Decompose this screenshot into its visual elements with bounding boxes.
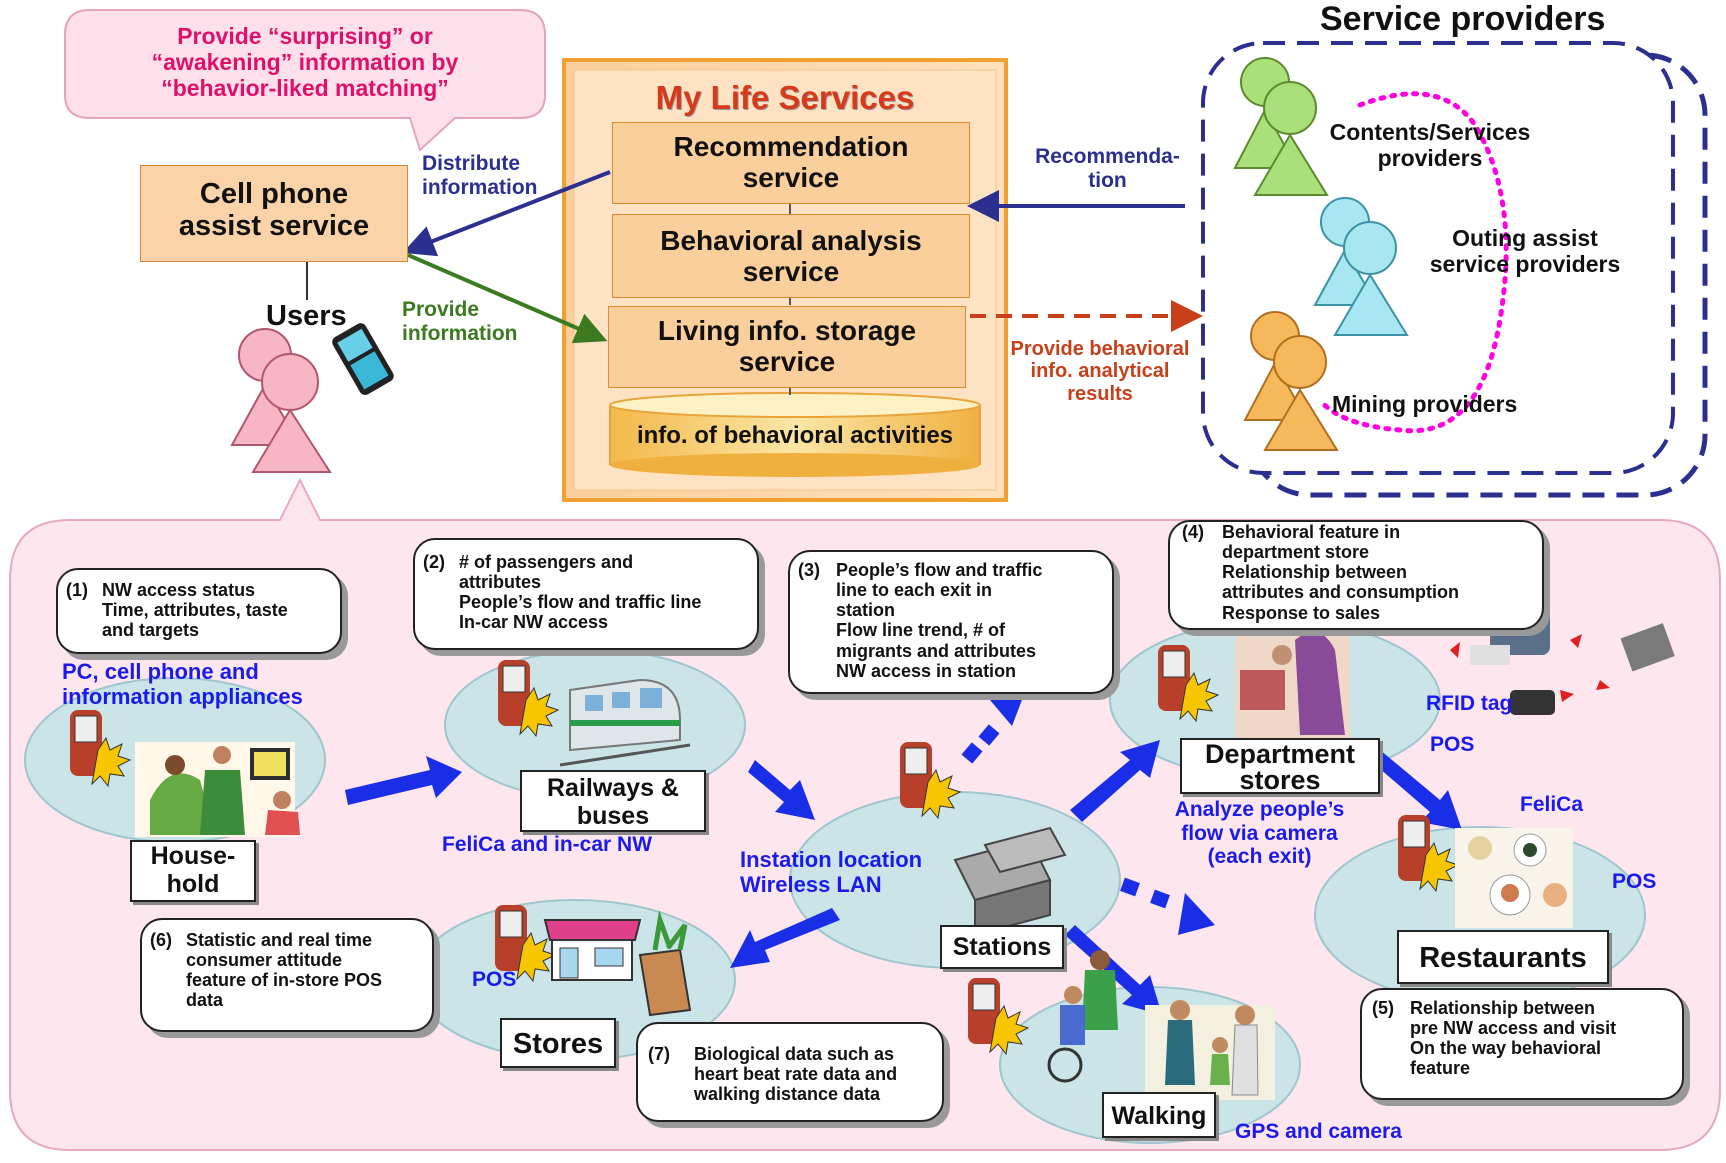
- restaurant-clipart: [1455, 828, 1573, 928]
- tech-rfid-label: RFID tag: [1426, 692, 1513, 715]
- tech-pos-dept-label: POS: [1430, 733, 1475, 756]
- place-stores: Stores: [500, 1018, 616, 1068]
- phone-restaurants-icon: [1398, 815, 1460, 893]
- phone-department-icon: [1158, 645, 1220, 723]
- distribute-arrow: [402, 170, 611, 257]
- phone-stores-icon: [495, 905, 557, 983]
- tech-pos-store-label: POS: [472, 968, 517, 991]
- provide-info-arrow: [407, 253, 608, 344]
- arrow-stations-stores: [730, 908, 840, 968]
- cell-phone-assist-label: Cell phone assist service: [178, 178, 370, 243]
- note-4-text: Behavioral feature in department store R…: [1222, 522, 1460, 623]
- phone-railways-icon: [498, 660, 560, 738]
- note-2: (2) # of passengers and attributes Peopl…: [413, 538, 759, 650]
- arrow-department-restaurants: [1372, 750, 1462, 830]
- note-3-number: (3): [798, 560, 820, 580]
- note-1-text: NW access status Time, attributes, taste…: [102, 580, 288, 641]
- place-walking: Walking: [1102, 1092, 1216, 1138]
- place-department-label: Department stores: [1204, 739, 1356, 795]
- note-4: (4) Behavioral feature in department sto…: [1168, 520, 1544, 630]
- note-1-number: (1): [66, 580, 88, 600]
- phone-walking-icon: [968, 978, 1030, 1056]
- behavioral-analysis-service: Behavioral analysis service: [612, 214, 970, 298]
- arrow-stations-department: [1070, 740, 1160, 822]
- storage-label: info. of behavioral activities: [636, 422, 954, 449]
- place-stations-label: Stations: [952, 933, 1052, 961]
- tech-pos-rest-label: POS: [1612, 870, 1657, 893]
- note-6-number: (6): [150, 930, 172, 950]
- living-info-storage-service: Living info. storage service: [608, 306, 966, 388]
- note-7: (7) Biological data such as heart beat r…: [636, 1022, 944, 1122]
- arrow-household-railways: [345, 756, 462, 805]
- note-7-text: Biological data such as heart beat rate …: [694, 1044, 898, 1105]
- turnstile-clipart: [953, 826, 1067, 937]
- cell-phone-icon: [332, 323, 394, 395]
- note-5-text: Relationship between pre NW access and v…: [1410, 998, 1617, 1079]
- dotted-arrow-right: [1120, 877, 1140, 897]
- note-3-text: People’s flow and traffic line to each e…: [836, 560, 1043, 681]
- note-6: (6) Statistic and real time consumer att…: [140, 918, 434, 1032]
- contents-providers-label: Contents/Services providers: [1329, 119, 1531, 171]
- recommendation-arrow-label: Recommenda- tion: [1035, 145, 1180, 192]
- department-clipart: [1235, 630, 1350, 740]
- outing-providers-icon: [1313, 197, 1409, 336]
- note-6-text: Statistic and real time consumer attitud…: [186, 930, 383, 1011]
- place-department: Department stores: [1180, 738, 1380, 794]
- place-railways: Railways & buses: [520, 770, 706, 832]
- household-clipart: [135, 742, 300, 837]
- place-railways-label: Railways & buses: [546, 774, 679, 830]
- provide-behavioral-label: Provide behavioral info. analytical resu…: [1010, 338, 1190, 405]
- living-info-storage-label: Living info. storage service: [657, 315, 917, 378]
- mining-providers-icon: [1243, 311, 1339, 451]
- mylife-title: My Life Services: [655, 79, 915, 116]
- recommendation-service-label: Recommendation service: [673, 131, 909, 194]
- note-5: (5) Relationship between pre NW access a…: [1360, 988, 1684, 1100]
- tech-pc-label: PC, cell phone and information appliance…: [62, 659, 303, 709]
- users-label: Users: [266, 300, 347, 332]
- tech-gps-label: GPS and camera: [1235, 1120, 1402, 1143]
- storage-cylinder: [609, 392, 981, 477]
- place-household: House- hold: [130, 840, 256, 902]
- provide-information-label: Provide information: [402, 298, 518, 345]
- cell-phone-assist-service: Cell phone assist service: [140, 165, 408, 262]
- note-3: (3) People’s flow and traffic line to ea…: [788, 550, 1114, 694]
- store-clipart: [543, 910, 692, 1017]
- tech-analyze-label: Analyze people’s flow via camera (each e…: [1174, 798, 1345, 869]
- providers-group-outline: [1317, 91, 1509, 434]
- recommendation-service: Recommendation service: [612, 122, 970, 204]
- place-restaurants-label: Restaurants: [1419, 942, 1587, 974]
- tech-felica-rest-label: FeliCa: [1520, 793, 1584, 816]
- service-providers-title: Service providers: [1320, 0, 1606, 38]
- callout-top-text: Provide “surprising” or “awakening” info…: [151, 23, 459, 101]
- arrow-railways-stations: [748, 760, 815, 820]
- place-walking-label: Walking: [1111, 1102, 1207, 1130]
- behavioral-analysis-service-label: Behavioral analysis service: [660, 225, 922, 288]
- distribute-information-label: Distribute information: [422, 152, 538, 199]
- place-household-label: House- hold: [150, 842, 236, 898]
- note-1: (1) NW access status Time, attributes, t…: [56, 568, 342, 654]
- note-5-number: (5): [1372, 998, 1394, 1018]
- users-icon: [230, 328, 332, 473]
- note-7-number: (7): [648, 1044, 670, 1064]
- tech-felica-car-label: FeliCa and in-car NW: [442, 833, 653, 856]
- mining-providers-label: Mining providers: [1332, 391, 1518, 417]
- dotted-arrow-up: [961, 742, 983, 764]
- tech-instation-label: Instation location Wireless LAN: [740, 847, 923, 897]
- train-clipart: [559, 678, 691, 767]
- contents-providers-icon: [1233, 57, 1329, 196]
- note-4-number: (4): [1182, 522, 1204, 542]
- walking-clipart: [1047, 950, 1275, 1100]
- place-restaurants: Restaurants: [1397, 930, 1609, 984]
- phone-household-icon: [70, 710, 132, 788]
- note-2-text: # of passengers and attributes People’s …: [459, 552, 702, 633]
- callout-top-shape: [64, 9, 546, 152]
- place-stores-label: Stores: [512, 1028, 604, 1060]
- place-stations: Stations: [940, 925, 1064, 969]
- phone-stations-icon: [900, 742, 962, 820]
- outing-providers-label: Outing assist service providers: [1429, 225, 1621, 277]
- note-2-number: (2): [423, 552, 445, 572]
